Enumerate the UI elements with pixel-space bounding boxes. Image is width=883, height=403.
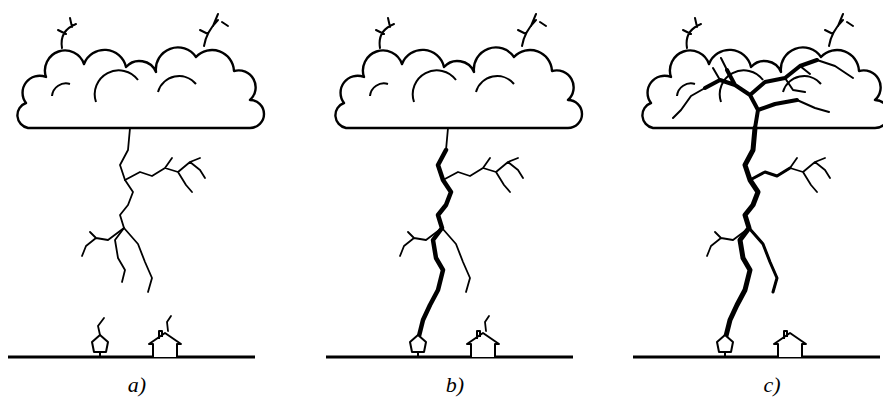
panel-label: a) xyxy=(128,374,146,396)
stage-b-drawing xyxy=(326,14,582,357)
stage-a-drawing xyxy=(8,14,264,357)
panel-label: c) xyxy=(763,374,780,396)
panel-label: b) xyxy=(446,374,464,396)
stage-c-drawing xyxy=(633,14,883,357)
